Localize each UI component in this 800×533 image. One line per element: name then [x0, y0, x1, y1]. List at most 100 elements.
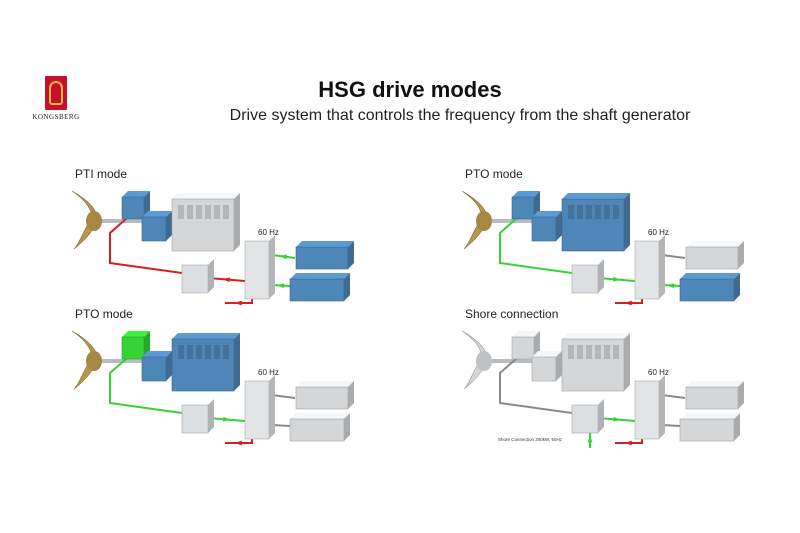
converter-cable-arrow-icon — [223, 416, 231, 422]
frequency-converter-cabinet — [181, 399, 214, 434]
genset-1-cable — [661, 254, 686, 259]
converter-cable-arrow-icon — [613, 276, 621, 282]
frequency-converter-cabinet-top — [572, 259, 604, 265]
engine-cylinder — [577, 345, 583, 359]
converter-cable-arrow-icon — [222, 277, 230, 283]
shaft-generator-front — [121, 336, 145, 360]
shaft-generator — [121, 191, 150, 220]
engine-cylinder — [604, 345, 610, 359]
auxiliary-genset-2-side — [734, 413, 740, 441]
panel-title: PTO mode — [465, 167, 523, 181]
gearbox-side — [166, 211, 172, 241]
propeller-hub — [86, 211, 102, 231]
page-subtitle: Drive system that controls the frequency… — [229, 107, 691, 124]
switchboard-frequency-label: 60 Hz — [258, 368, 279, 377]
shaft-generator-front — [511, 336, 535, 360]
main-switchboard-side — [659, 235, 665, 299]
engine-cylinder — [214, 345, 220, 359]
main-switchboard-front — [244, 380, 270, 440]
auxiliary-genset-2-top — [680, 413, 740, 419]
engine-cylinder — [223, 205, 229, 219]
propeller-hub — [476, 351, 492, 371]
gearbox — [141, 351, 172, 382]
switchboard-frequency-label: 60 Hz — [258, 228, 279, 237]
main-engine-top — [172, 193, 240, 199]
gearbox — [141, 211, 172, 242]
gearbox — [531, 211, 562, 242]
engine-cylinder — [178, 205, 184, 219]
main-switchboard — [634, 375, 665, 440]
shaft-generator-front — [121, 196, 145, 220]
engine-cylinder — [187, 205, 193, 219]
genset-2-cable-arrow-icon — [277, 283, 285, 289]
main-engine — [171, 333, 240, 392]
auxiliary-genset-2 — [679, 413, 740, 442]
engine-cylinder — [568, 345, 574, 359]
frequency-converter-cabinet — [571, 399, 604, 434]
gearbox-side — [556, 211, 562, 241]
auxiliary-genset-2-front — [289, 418, 345, 442]
shore-connection-label: Shore Connection 200kW, 50Hz — [498, 437, 563, 442]
main-switchboard — [244, 375, 275, 440]
engine-cylinder — [568, 205, 574, 219]
panel-title: PTO mode — [75, 307, 133, 321]
engine-cylinder — [214, 205, 220, 219]
engine-cylinder — [613, 205, 619, 219]
frequency-converter-cabinet-side — [208, 399, 214, 433]
auxiliary-genset-1-front — [685, 386, 739, 410]
shaft-generator-cable — [499, 350, 573, 414]
frequency-converter-cabinet-front — [571, 404, 599, 434]
gearbox-front — [141, 356, 167, 382]
auxiliary-genset-2 — [289, 413, 350, 442]
engine-cylinder — [223, 345, 229, 359]
auxiliary-genset-1-top — [686, 241, 744, 247]
auxiliary-genset-2-front — [289, 278, 345, 302]
engine-cylinder — [577, 205, 583, 219]
main-switchboard — [634, 235, 665, 300]
gearbox-side — [166, 351, 172, 381]
main-engine-side — [624, 333, 630, 391]
frequency-converter-cabinet — [571, 259, 604, 294]
panel-pti-mode: 60 Hz PTI mode — [60, 163, 360, 308]
engine-cylinder — [595, 345, 601, 359]
consumer-load-arrow-arrow-icon — [234, 300, 242, 306]
auxiliary-genset-2-side — [734, 273, 740, 301]
auxiliary-genset-1-side — [348, 241, 354, 269]
propeller-shaft — [480, 219, 570, 223]
auxiliary-genset-1-top — [686, 381, 744, 387]
shaft-generator-front — [511, 196, 535, 220]
main-switchboard-top — [635, 375, 665, 381]
gearbox-front — [141, 216, 167, 242]
brand-name: KONGSBERG — [32, 113, 80, 121]
auxiliary-genset-1-top — [296, 241, 354, 247]
frequency-converter-cabinet-top — [182, 399, 214, 405]
main-engine-top — [172, 333, 240, 339]
engine-cylinder — [205, 345, 211, 359]
auxiliary-genset-2-front — [679, 278, 735, 302]
drive-diagram: 60 Hz — [71, 190, 354, 306]
converter-cable-arrow-icon — [613, 416, 621, 422]
auxiliary-genset-1-side — [738, 241, 744, 269]
auxiliary-genset-2-top — [290, 413, 350, 419]
main-engine-side — [624, 193, 630, 251]
shaft-generator — [121, 331, 150, 360]
main-engine-side — [234, 193, 240, 251]
auxiliary-genset-2-front — [679, 418, 735, 442]
frequency-converter-cabinet-top — [182, 259, 214, 265]
engine-cylinder — [604, 205, 610, 219]
propeller-shaft — [480, 359, 570, 363]
engine-cylinder — [205, 205, 211, 219]
shaft-generator-top — [512, 191, 540, 197]
gearbox-front — [531, 216, 557, 242]
engine-cylinder — [196, 205, 202, 219]
panel-pto-mode-a: 60 Hz PTO mode — [450, 163, 750, 308]
shore-connection-cable-arrow-icon — [587, 435, 593, 443]
main-switchboard-top — [635, 235, 665, 241]
consumer-load-arrow-arrow-icon — [234, 440, 242, 446]
main-engine — [561, 193, 630, 252]
drive-diagram: 60 Hz — [461, 190, 744, 306]
main-switchboard-top — [245, 235, 275, 241]
frequency-converter-cabinet-front — [181, 404, 209, 434]
gearbox-front — [531, 356, 557, 382]
